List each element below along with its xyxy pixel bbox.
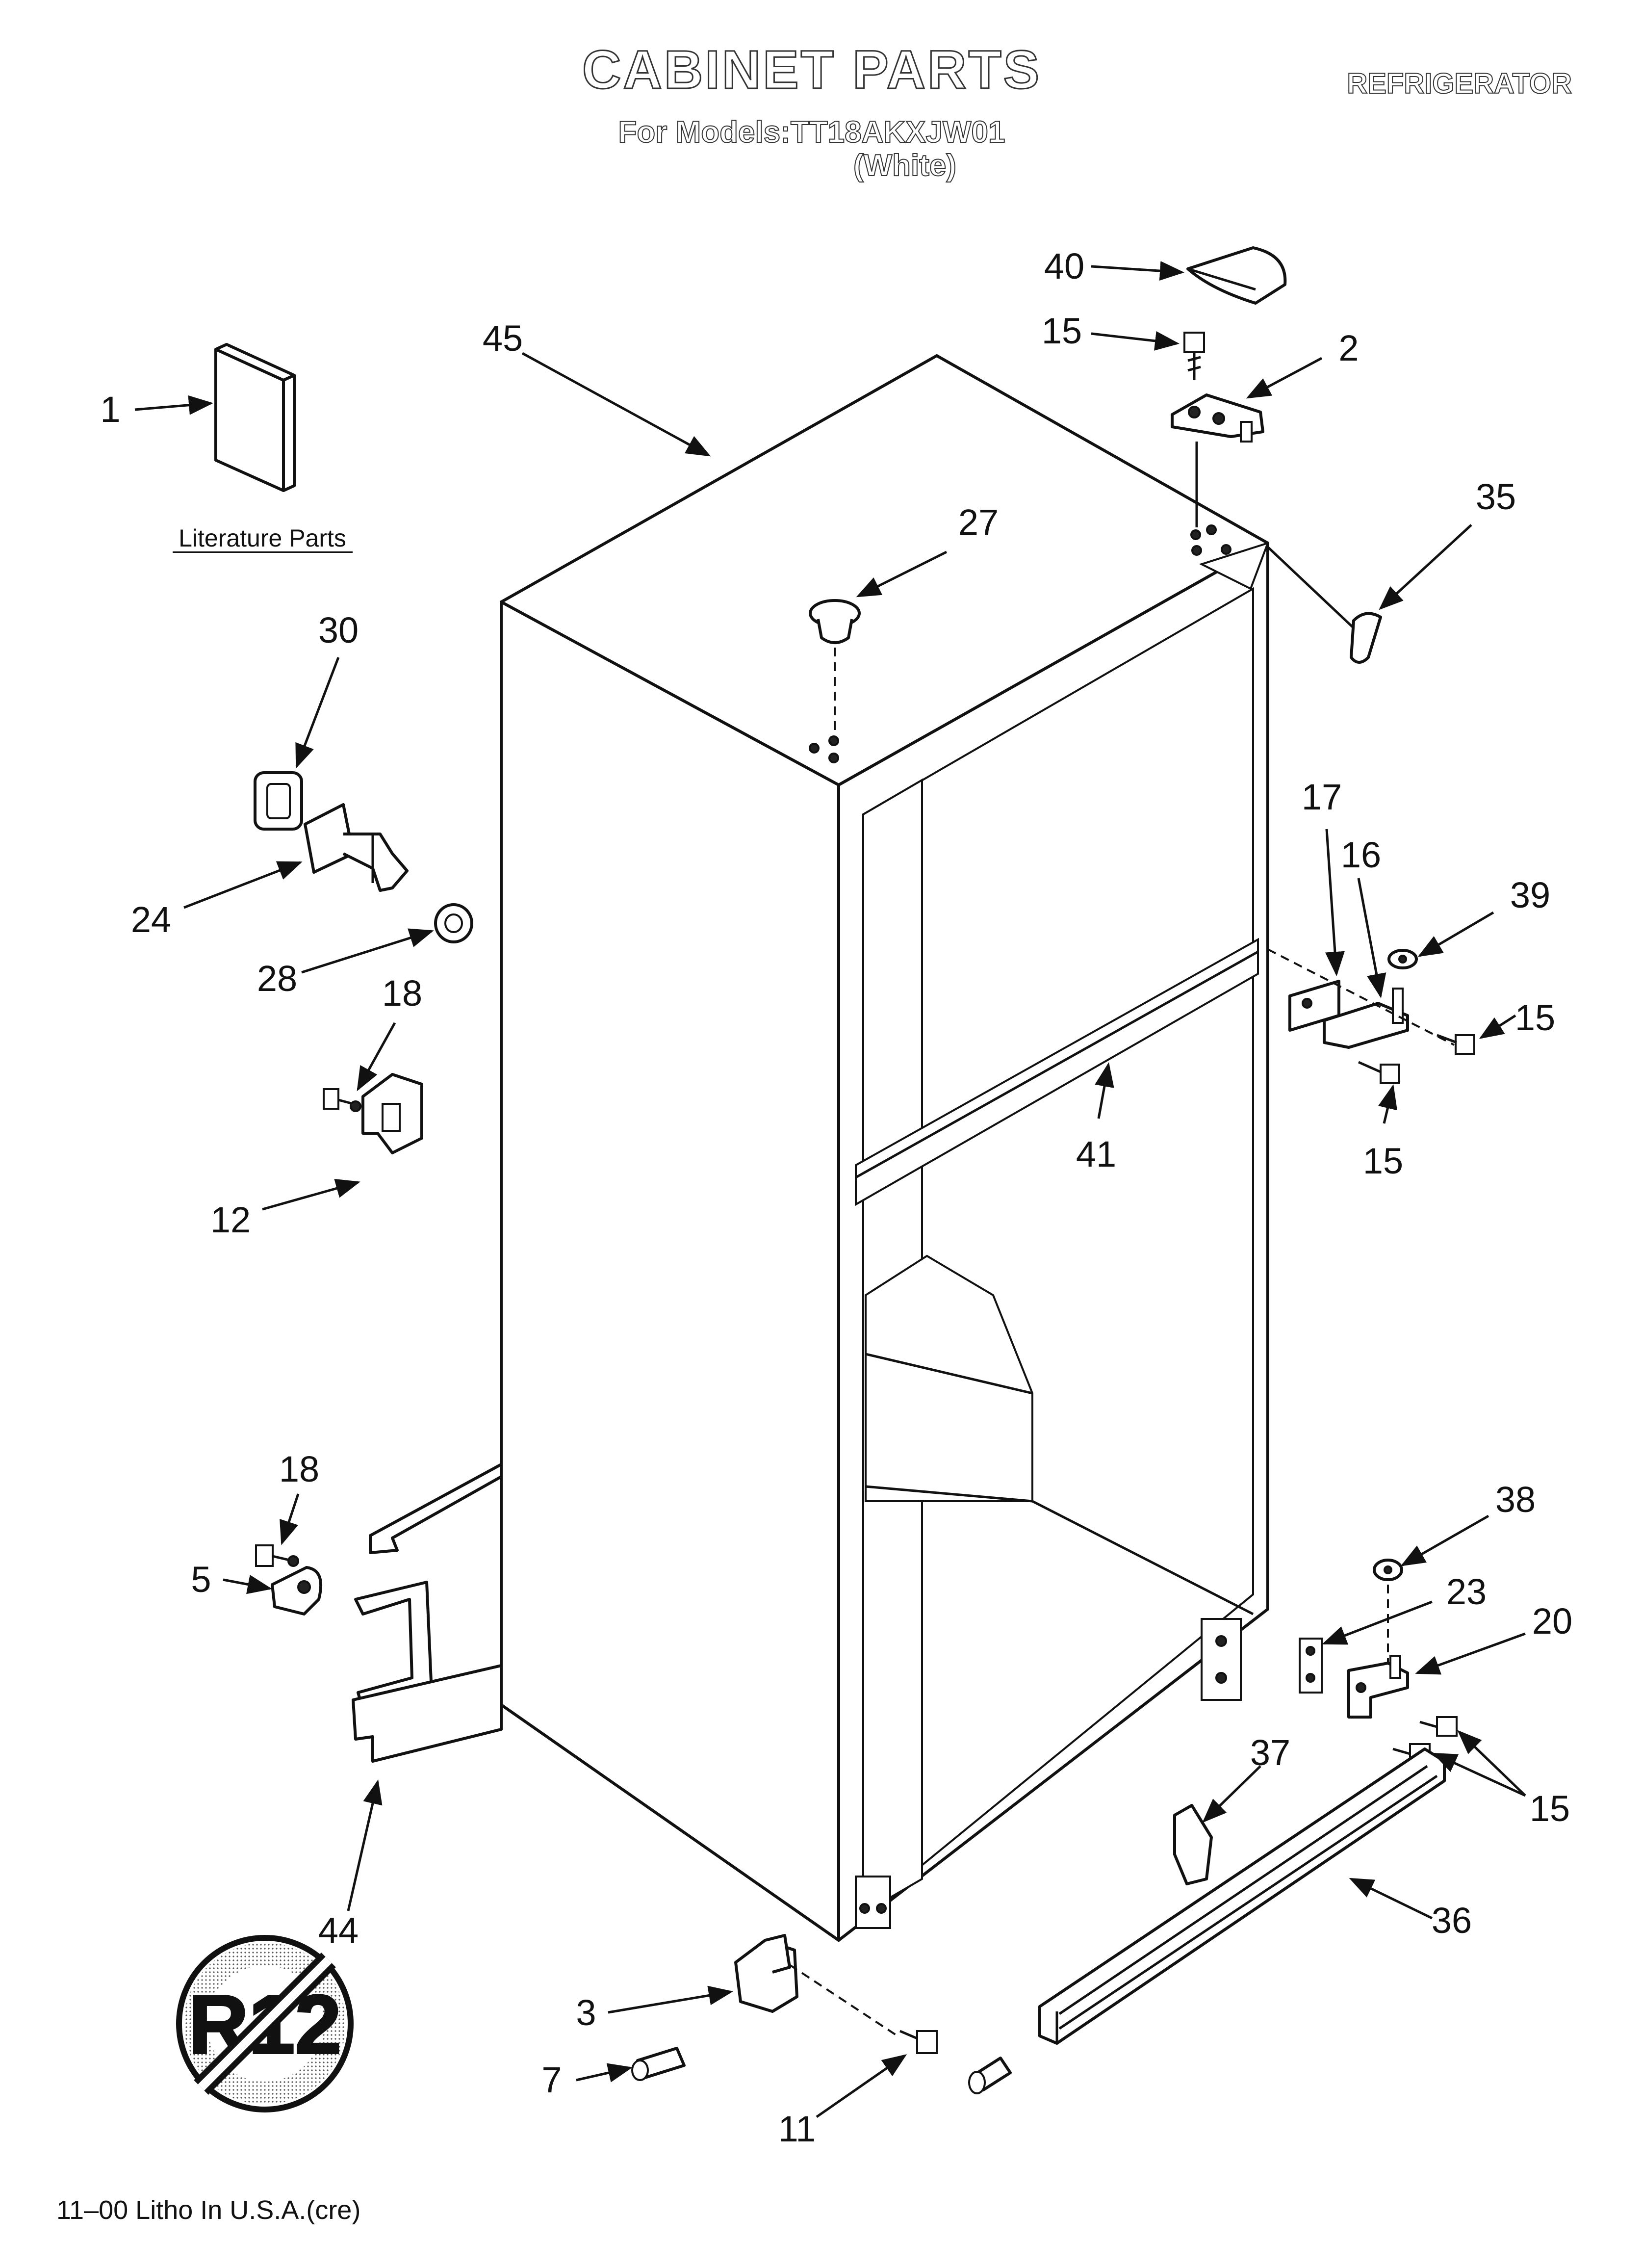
bottom-hinge-shim	[1299, 1638, 1323, 1694]
screw-upper-left	[323, 1088, 361, 1112]
callout-labels: 1 45 40 15 2 35 27 30 24 28 18 12 17 16 …	[100, 246, 1572, 2149]
handle-bracket-lower	[352, 1463, 503, 1763]
callout-label: 15	[1363, 1141, 1403, 1181]
door-closing-cam	[304, 803, 409, 892]
callout-label: 38	[1495, 1479, 1536, 1520]
callout-label: 7	[541, 2059, 562, 2100]
callout-label: 23	[1446, 1571, 1487, 1612]
hinge-screw-right	[1437, 1034, 1475, 1055]
center-hinge	[1323, 988, 1409, 1049]
front-pin	[968, 2057, 1012, 2094]
callout-label: 18	[382, 973, 422, 1014]
callout-label: 30	[318, 610, 359, 651]
callout-label: 18	[279, 1449, 319, 1489]
literature-parts-label: Literature Parts	[179, 524, 346, 552]
clamp	[271, 1566, 323, 1616]
toe-grille	[1038, 1747, 1446, 2045]
callout-label: 20	[1532, 1601, 1572, 1642]
callout-label: 2	[1338, 328, 1359, 368]
callout-label: 40	[1044, 246, 1084, 287]
bottom-hinge-washer	[1373, 1559, 1403, 1581]
callout-label: 27	[958, 502, 999, 543]
callout-label: 1	[100, 389, 120, 430]
screw-lower-left	[255, 1544, 299, 1567]
hinge-screw-center	[1358, 1061, 1400, 1084]
hinge-cover	[1186, 246, 1287, 305]
callout-label: 45	[483, 318, 523, 359]
top-plug	[809, 599, 861, 644]
roller-pin	[631, 2047, 686, 2081]
callout-label: 39	[1510, 875, 1550, 915]
grille-clip	[1173, 1804, 1213, 1885]
callout-label: 15	[1515, 997, 1555, 1038]
category-label: REFRIGERATOR	[1347, 68, 1572, 100]
leveling-screw	[899, 2030, 938, 2054]
leveling-roller	[734, 1934, 798, 2013]
literature-booklet	[214, 343, 296, 492]
models-line: For Models:TT18AKXJW01	[618, 115, 1005, 149]
bottom-hinge	[1347, 1655, 1409, 1719]
footer-print-info: 11–00 Litho In U.S.A.(cre)	[56, 2195, 360, 2225]
washer	[434, 903, 473, 943]
callout-label: 5	[191, 1559, 211, 1600]
callout-label: 35	[1476, 476, 1516, 517]
callout-label: 41	[1076, 1134, 1116, 1174]
door-stop	[1350, 612, 1382, 664]
callout-label: 16	[1341, 834, 1381, 875]
page-title: CABINET PARTS	[582, 40, 1041, 100]
callout-label: 12	[210, 1199, 251, 1240]
callout-label: 17	[1302, 777, 1342, 817]
callout-label: 37	[1250, 1732, 1290, 1773]
handle-bracket-upper	[361, 1073, 423, 1154]
top-hinge	[1171, 393, 1264, 443]
color-line: (White)	[853, 149, 956, 182]
callout-label: 28	[257, 958, 297, 999]
literature-underline	[173, 551, 353, 553]
callout-label: 24	[131, 899, 171, 940]
callout-label: 36	[1432, 1900, 1472, 1941]
door-pin-bushing	[254, 771, 303, 831]
callout-label: 15	[1530, 1788, 1570, 1829]
callout-label: 3	[576, 1992, 596, 2033]
hinge-washer	[1387, 949, 1418, 969]
callout-label: 44	[318, 1910, 359, 1951]
r12-prohibition-badge: R12	[176, 1935, 354, 2112]
callout-label: 15	[1042, 311, 1082, 351]
callout-label: 11	[778, 2109, 816, 2149]
cabinet-shell	[500, 354, 1270, 1942]
leader-lines	[134, 261, 1526, 2118]
hinge-screw-top	[1183, 332, 1205, 380]
